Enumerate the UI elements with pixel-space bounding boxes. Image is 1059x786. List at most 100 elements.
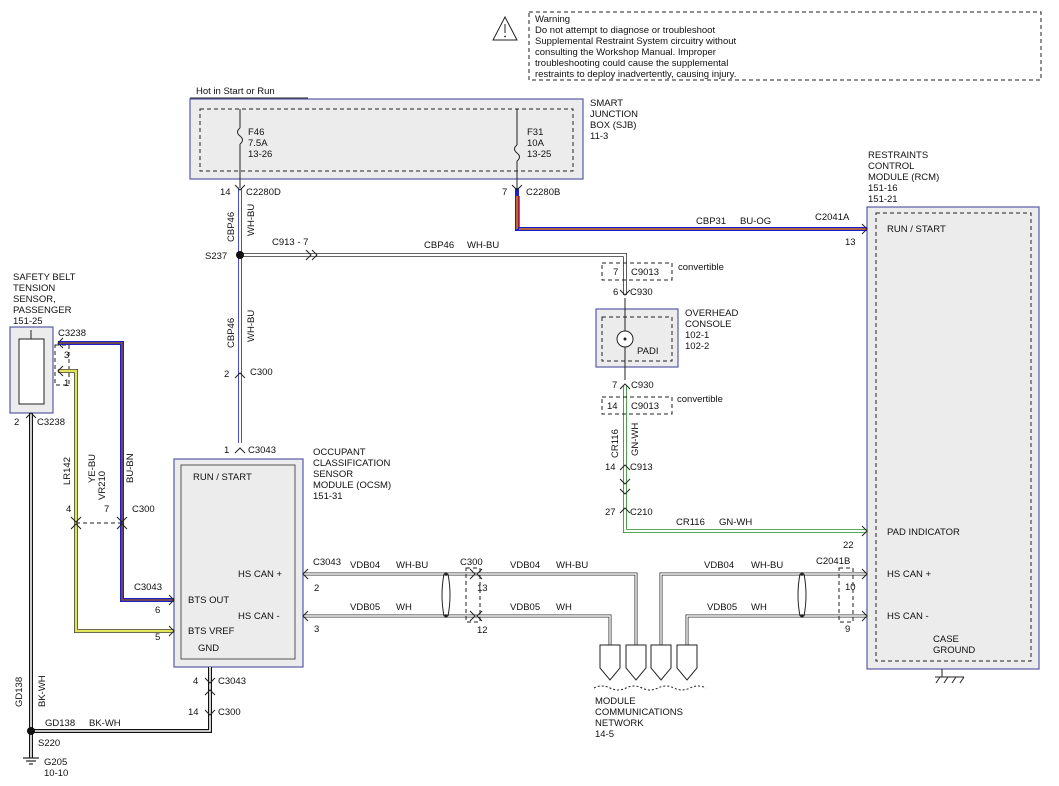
- svg-text:CR116: CR116: [676, 517, 705, 528]
- svg-text:102-2: 102-2: [685, 341, 709, 352]
- svg-text:151-16: 151-16: [868, 183, 898, 194]
- wire-lr142: LR142 YE-BU 4 5: [57, 365, 175, 643]
- twisted-pair-markers: [441, 567, 854, 623]
- svg-text:14: 14: [188, 707, 199, 718]
- splice-s237: S237 C913 - 7 CBP46 WH-BU: [205, 237, 627, 295]
- svg-text:WH-BU: WH-BU: [556, 560, 588, 571]
- svg-text:BTS VREF: BTS VREF: [188, 626, 235, 637]
- warning-line: troubleshooting could cause the suppleme…: [535, 58, 728, 69]
- svg-text:S220: S220: [38, 738, 60, 749]
- svg-text:C930: C930: [631, 380, 654, 391]
- fuse-f46: F46 7.5A 13-26: [237, 109, 272, 188]
- svg-text:14: 14: [605, 462, 616, 473]
- svg-text:WH-BU: WH-BU: [246, 204, 257, 236]
- svg-text:PADI: PADI: [637, 346, 658, 357]
- svg-text:13: 13: [845, 237, 856, 248]
- wire-cbp31: CBP31 BU-OG: [511, 184, 868, 235]
- svg-text:GN-WH: GN-WH: [630, 423, 641, 456]
- svg-text:C2041A: C2041A: [815, 212, 850, 223]
- svg-text:WH-BU: WH-BU: [467, 240, 499, 251]
- svg-text:SENSOR,: SENSOR,: [13, 294, 56, 305]
- svg-text:12: 12: [477, 625, 488, 636]
- svg-text:C300: C300: [218, 707, 241, 718]
- safety-belt-tension-sensor: SAFETY BELT TENSION SENSOR, PASSENGER 15…: [9, 272, 86, 428]
- network-pin-icon: [650, 644, 672, 681]
- svg-text:GN-WH: GN-WH: [719, 517, 752, 528]
- svg-text:WH: WH: [396, 602, 412, 613]
- svg-text:2: 2: [314, 583, 319, 594]
- svg-text:6: 6: [613, 287, 618, 298]
- svg-text:C300: C300: [132, 504, 155, 515]
- warning-line: Supplemental Restraint System circuitry …: [535, 36, 737, 47]
- wire-vr210: VR210 BU-BN 7 C300 C3043 6: [57, 337, 175, 616]
- svg-text:C9013: C9013: [631, 267, 659, 278]
- smart-junction-box: Hot in Start or Run SMART JUNCTION BOX (…: [189, 86, 638, 198]
- svg-text:14: 14: [220, 187, 231, 198]
- svg-text:convertible: convertible: [678, 262, 724, 273]
- svg-text:CBP46: CBP46: [226, 212, 237, 242]
- svg-text:RESTRAINTS: RESTRAINTS: [868, 150, 928, 161]
- svg-text:7: 7: [502, 187, 507, 198]
- svg-text:10-10: 10-10: [44, 768, 68, 779]
- svg-text:WH: WH: [556, 602, 572, 613]
- svg-text:C210: C210: [630, 507, 653, 518]
- svg-text:C300: C300: [460, 557, 483, 568]
- svg-text:9: 9: [845, 624, 850, 635]
- svg-text:GROUND: GROUND: [933, 645, 975, 656]
- svg-text:C913: C913: [630, 462, 653, 473]
- svg-text:BU-BN: BU-BN: [125, 453, 136, 483]
- svg-text:COMMUNICATIONS: COMMUNICATIONS: [595, 707, 683, 718]
- svg-text:BK-WH: BK-WH: [89, 718, 121, 729]
- svg-text:CLASSIFICATION: CLASSIFICATION: [313, 458, 391, 469]
- svg-text:C9013: C9013: [631, 401, 659, 412]
- wire-cbp46: CBP46 WH-BU CBP46 WH-BU 2 C300 1 C3043: [224, 184, 276, 456]
- svg-text:3: 3: [314, 624, 319, 635]
- svg-text:RUN / START: RUN / START: [193, 472, 252, 483]
- svg-text:1: 1: [224, 445, 229, 456]
- warning-box: Warning Do not attempt to diagnose or tr…: [492, 11, 1042, 81]
- svg-text:TENSION: TENSION: [13, 283, 55, 294]
- svg-text:151-21: 151-21: [868, 194, 898, 205]
- svg-text:convertible: convertible: [677, 394, 723, 405]
- svg-text:VDB04: VDB04: [510, 560, 540, 571]
- svg-text:HS CAN +: HS CAN +: [887, 569, 932, 580]
- svg-text:13-25: 13-25: [527, 149, 551, 160]
- svg-text:WH-BU: WH-BU: [396, 560, 428, 571]
- svg-text:7: 7: [613, 267, 618, 278]
- svg-text:6: 6: [155, 605, 160, 616]
- svg-text:C3043: C3043: [218, 676, 246, 687]
- svg-text:CONTROL: CONTROL: [868, 161, 914, 172]
- svg-text:CBP31: CBP31: [696, 216, 726, 227]
- svg-text:2: 2: [14, 417, 19, 428]
- svg-text:C3043: C3043: [313, 557, 341, 568]
- warning-line: restraints to deploy inadvertently, caus…: [535, 69, 736, 80]
- svg-text:C2041B: C2041B: [816, 556, 850, 567]
- svg-text:14: 14: [607, 401, 618, 412]
- svg-text:NETWORK: NETWORK: [595, 718, 644, 729]
- svg-text:WH-BU: WH-BU: [751, 560, 783, 571]
- svg-text:WH: WH: [751, 602, 767, 613]
- svg-text:SAFETY BELT: SAFETY BELT: [13, 272, 76, 283]
- svg-text:BTS OUT: BTS OUT: [188, 595, 229, 606]
- svg-text:VR210: VR210: [97, 471, 108, 500]
- svg-text:CR116: CR116: [610, 429, 621, 458]
- svg-text:VDB04: VDB04: [350, 560, 380, 571]
- svg-text:C930: C930: [630, 287, 653, 298]
- restraints-control-module: RESTRAINTS CONTROL MODULE (RCM) 151-16 1…: [815, 150, 1040, 684]
- svg-text:4: 4: [66, 504, 71, 515]
- svg-text:CASE: CASE: [933, 634, 959, 645]
- svg-text:102-1: 102-1: [685, 330, 709, 341]
- svg-text:27: 27: [605, 507, 616, 518]
- svg-text:4: 4: [193, 676, 198, 687]
- warning-line: consulting the Workshop Manual. Improper: [535, 47, 716, 58]
- svg-text:S237: S237: [205, 251, 227, 262]
- svg-text:151-25: 151-25: [13, 316, 43, 327]
- svg-text:CBP46: CBP46: [424, 240, 454, 251]
- network-pin-icon: [599, 644, 621, 681]
- svg-text:14-5: 14-5: [595, 729, 614, 740]
- overhead-console: PADI OVERHEAD CONSOLE 102-1 102-2: [595, 298, 738, 380]
- svg-text:VDB05: VDB05: [707, 602, 737, 613]
- svg-text:PAD INDICATOR: PAD INDICATOR: [887, 527, 960, 538]
- connector-c2280d: C2280D: [246, 187, 281, 198]
